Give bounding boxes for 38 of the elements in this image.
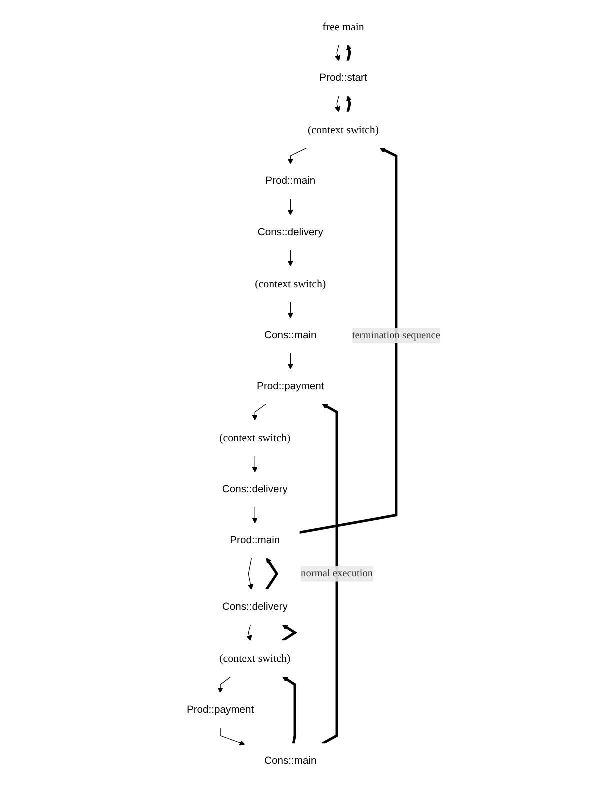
- arrow: [288, 198, 294, 216]
- arrow: [248, 558, 254, 590]
- arrow: [322, 404, 338, 746]
- arrow: [246, 624, 252, 642]
- arrow: [335, 96, 341, 112]
- arrow: [252, 404, 267, 421]
- node-text: (context switch): [308, 124, 380, 136]
- node-text: (context switch): [220, 652, 291, 665]
- arrow: [335, 44, 341, 62]
- node-text: Cons::delivery: [222, 484, 288, 495]
- node-text: free main: [322, 20, 364, 34]
- edge-label: termination sequence: [352, 330, 440, 341]
- arrow: [346, 96, 352, 113]
- arrow: [282, 676, 296, 744]
- node-text: Prod::payment: [186, 704, 254, 716]
- node-text: Prod::main: [266, 176, 316, 187]
- arrow: [266, 558, 279, 591]
- arrow: [282, 624, 298, 642]
- node-text: Prod::main: [230, 534, 280, 546]
- arrow: [252, 506, 258, 524]
- arrow: [218, 676, 232, 694]
- arrow: [299, 148, 398, 534]
- node-text: Cons::delivery: [258, 226, 324, 238]
- arrow: [288, 148, 308, 164]
- node-text: Prod::payment: [257, 380, 324, 392]
- edge-label: normal execution: [301, 568, 374, 580]
- node-text: (context switch): [220, 432, 291, 444]
- node-text: Cons::main: [264, 756, 317, 767]
- arrow: [346, 44, 352, 62]
- node-text: Prod::start: [320, 72, 368, 84]
- node-text: (context switch): [255, 278, 326, 290]
- arrow: [288, 302, 294, 319]
- arrow: [288, 250, 294, 267]
- arrow: [252, 456, 258, 473]
- node-text: Cons::main: [264, 330, 317, 341]
- node-text: Cons::delivery: [222, 602, 288, 612]
- arrow: [288, 352, 294, 370]
- arrow: [220, 727, 246, 746]
